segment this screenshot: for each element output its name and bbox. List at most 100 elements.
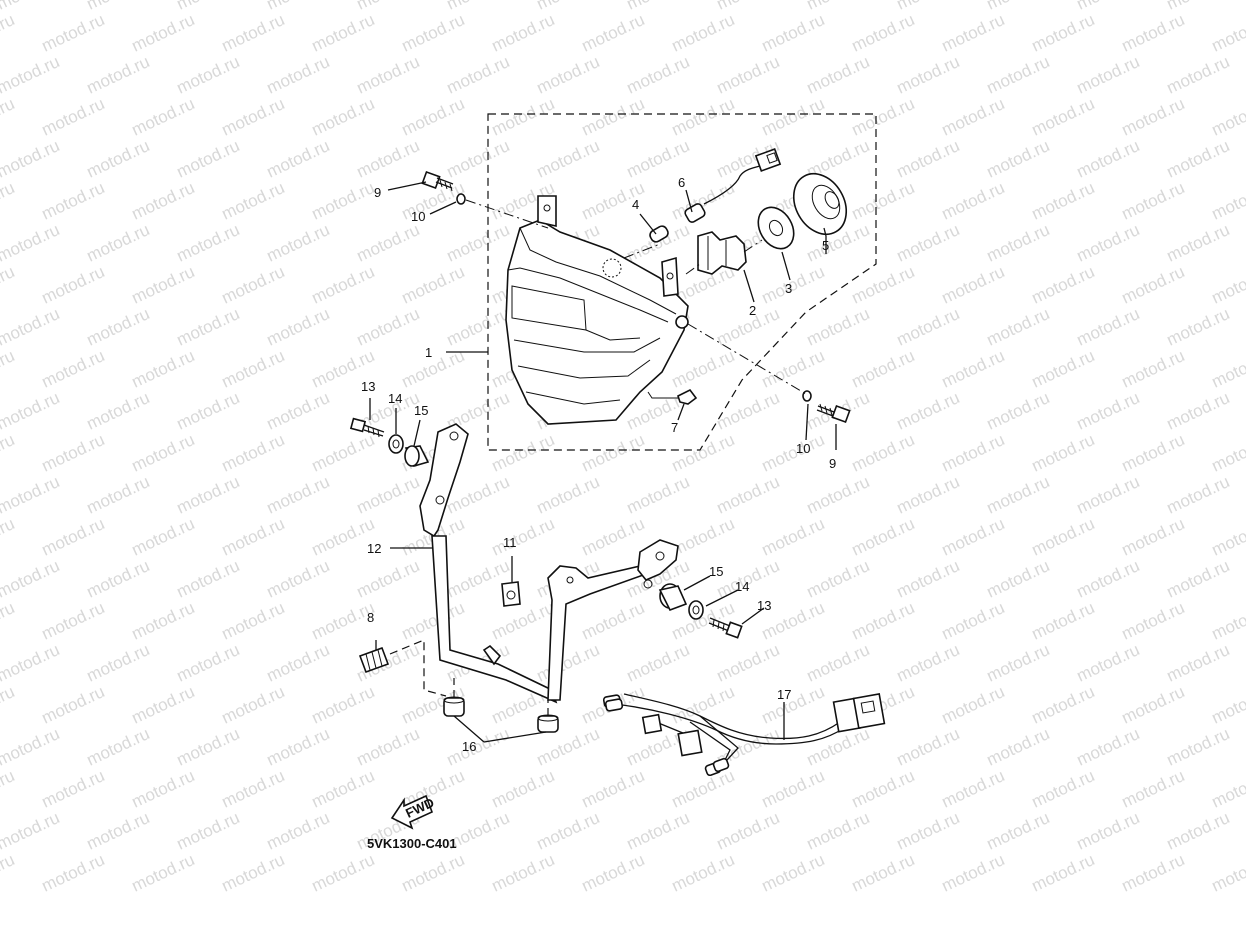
watermark-text: motod.ru [1074, 388, 1143, 434]
bolt-right [816, 403, 851, 424]
watermark-text: motod.ru [894, 640, 963, 686]
watermark-text: motod.ru [39, 598, 108, 644]
watermark-text: motod.ru [264, 136, 333, 182]
collar-right-stay [688, 600, 704, 620]
watermark-text: motod.ru [129, 346, 198, 392]
watermark-text: motod.ru [984, 724, 1053, 770]
watermark-text: motod.ru [939, 514, 1008, 560]
watermark-text: motod.ru [0, 472, 62, 518]
watermark-text: motod.ru [174, 724, 243, 770]
rubber-damper-left [443, 696, 465, 717]
watermark-text: motod.ru [354, 136, 423, 182]
watermark-text: motod.ru [1164, 724, 1233, 770]
watermark-text: motod.ru [399, 10, 468, 56]
callout-10-upper: 10 [411, 209, 425, 224]
watermark-text: motod.ru [174, 304, 243, 350]
wire-harness [602, 693, 886, 777]
watermark-text: motod.ru [939, 430, 1008, 476]
watermark-text: motod.ru [39, 766, 108, 812]
watermark-text: motod.ru [84, 724, 153, 770]
watermark-text: motod.ru [444, 136, 513, 182]
watermark-text: motod.ru [129, 766, 198, 812]
watermark-text: motod.ru [849, 262, 918, 308]
watermark-text: motod.ru [759, 10, 828, 56]
watermark-text: motod.ru [0, 514, 17, 560]
damper-right-stay [658, 583, 688, 612]
watermark-text: motod.ru [219, 514, 288, 560]
watermark-text: motod.ru [984, 472, 1053, 518]
watermark-text: motod.ru [1209, 514, 1246, 560]
watermark-text: motod.ru [939, 262, 1008, 308]
damper-spring [358, 646, 390, 674]
callout-11: 11 [503, 535, 517, 550]
watermark-text: motod.ru [1209, 10, 1246, 56]
watermark-text: motod.ru [1164, 52, 1233, 98]
callout-3: 3 [785, 281, 792, 296]
watermark-text: motod.ru [669, 94, 738, 140]
watermark-text: motod.ru [219, 346, 288, 392]
watermark-text: motod.ru [1209, 346, 1246, 392]
watermark-text: motod.ru [129, 178, 198, 224]
watermark-text: motod.ru [849, 430, 918, 476]
watermark-text: motod.ru [1119, 430, 1188, 476]
watermark-text: motod.ru [1164, 136, 1233, 182]
assembly-line-right [687, 323, 807, 395]
watermark-text: motod.ru [804, 640, 873, 686]
watermark-text: motod.ru [579, 430, 648, 476]
watermark-text: motod.ru [264, 808, 333, 854]
watermark-text: motod.ru [1074, 724, 1143, 770]
watermark-text: motod.ru [489, 514, 558, 560]
watermark-text: motod.ru [939, 94, 1008, 140]
watermark-text: motod.ru [219, 178, 288, 224]
watermark-text: motod.ru [129, 262, 198, 308]
bulb-socket-with-lead [684, 148, 782, 223]
watermark-text: motod.ru [0, 682, 17, 728]
rubber-damper-right [537, 714, 559, 733]
watermark-text: motod.ru [894, 388, 963, 434]
watermark-text: motod.ru [759, 262, 828, 308]
collar-left-stay [388, 434, 404, 454]
watermark-text: motod.ru [894, 52, 963, 98]
watermark-text: motod.ru [0, 10, 17, 56]
watermark-text: motod.ru [1209, 94, 1246, 140]
watermark-text: motod.ru [309, 94, 378, 140]
callout-2: 2 [749, 303, 756, 318]
watermark-text: motod.ru [1209, 598, 1246, 644]
watermark-text: motod.ru [489, 94, 558, 140]
watermark-text: motod.ru [984, 388, 1053, 434]
watermark-text: motod.ru [309, 850, 378, 896]
watermark-text: motod.ru [0, 766, 17, 812]
watermark-text: motod.ru [264, 640, 333, 686]
watermark-text: motod.ru [579, 10, 648, 56]
watermark-text: motod.ru [309, 178, 378, 224]
watermark-text: motod.ru [1029, 262, 1098, 308]
watermark-text: motod.ru [0, 808, 62, 854]
headlight-bulb [697, 231, 747, 275]
watermark-text: motod.ru [39, 682, 108, 728]
watermark-text: motod.ru [894, 304, 963, 350]
watermark-text: motod.ru [669, 514, 738, 560]
watermark-text: motod.ru [219, 262, 288, 308]
watermark-text: motod.ru [399, 94, 468, 140]
watermark-text: motod.ru [1209, 262, 1246, 308]
watermark-text: motod.ru [804, 556, 873, 602]
watermark-text: motod.ru [804, 472, 873, 518]
watermark-text: motod.ru [1164, 304, 1233, 350]
watermark-text: motod.ru [1029, 850, 1098, 896]
watermark-text: motod.ru [1209, 682, 1246, 728]
watermark-text: motod.ru [624, 472, 693, 518]
callout-10-lower: 10 [796, 441, 810, 456]
assembly-line-spring [389, 639, 447, 697]
callout-1: 1 [425, 345, 432, 360]
watermark-text: motod.ru [759, 430, 828, 476]
headlight-unit [505, 195, 689, 425]
watermark-text: motod.ru [849, 346, 918, 392]
watermark-text: motod.ru [1074, 808, 1143, 854]
watermark-text: motod.ru [1164, 808, 1233, 854]
bolt-left-stay [349, 417, 385, 438]
watermark-text: motod.ru [0, 556, 62, 602]
watermark-text: motod.ru [624, 52, 693, 98]
watermark-text: motod.ru [1074, 220, 1143, 266]
